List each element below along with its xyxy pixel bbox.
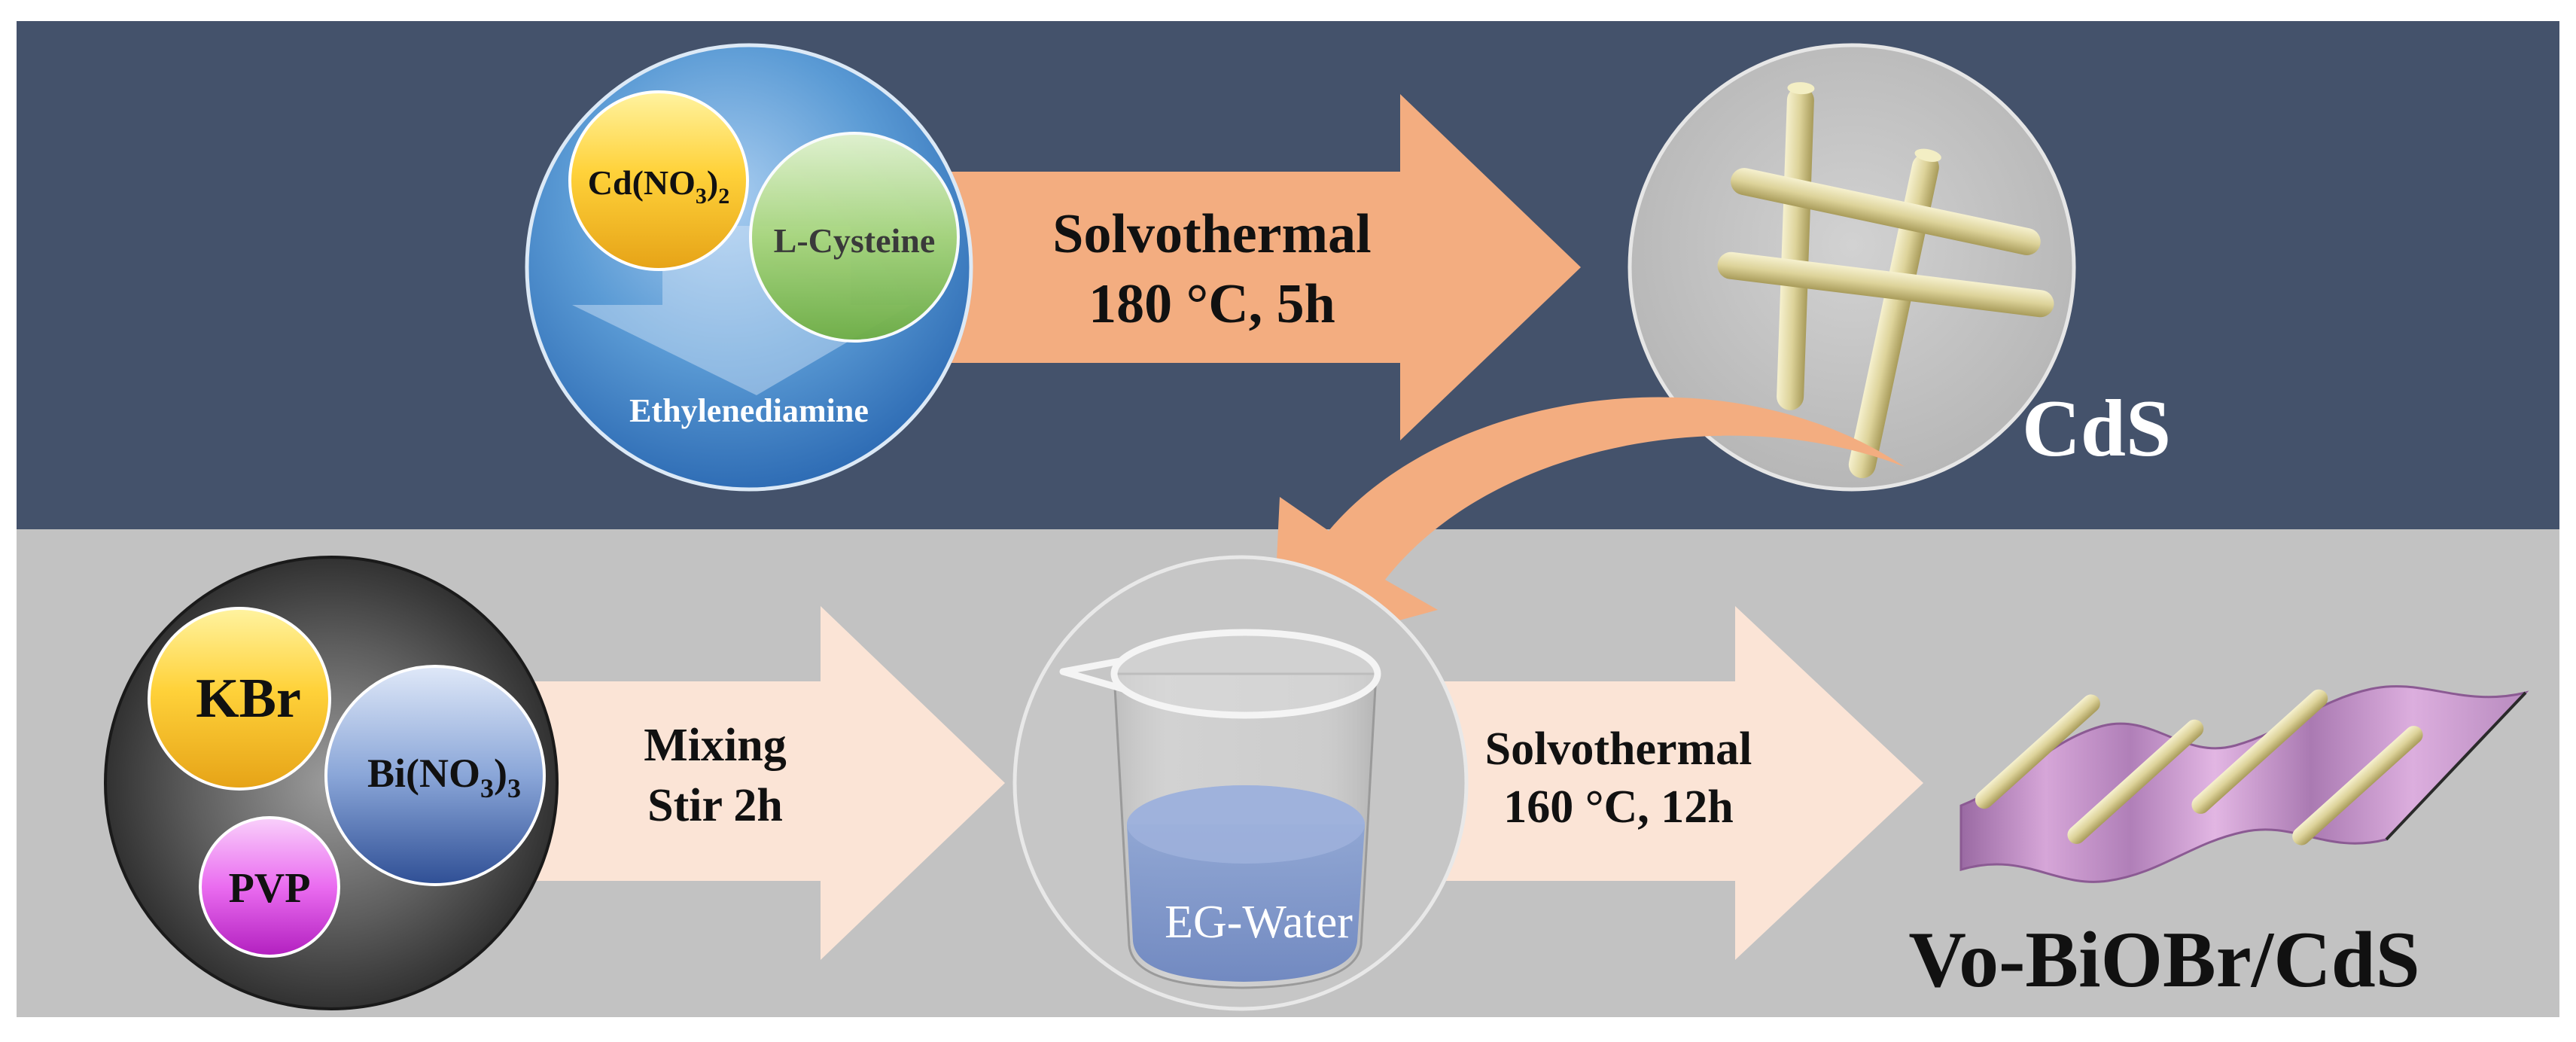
cds-rod <box>1717 251 2054 318</box>
bi-nitrate-label: Bi(NO3)3 <box>367 751 521 803</box>
solvothermal-conditions-bottom: 160 °C, 12h <box>1503 782 1734 833</box>
solvothermal-label-bottom: Solvothermal <box>1485 724 1752 775</box>
beaker-liquid <box>1127 824 1365 982</box>
cds-rod <box>1777 82 1815 410</box>
biobr-sheet <box>1959 685 2529 883</box>
cds-rod-on-sheet <box>2292 726 2423 845</box>
cds-nanorods-circle <box>1628 43 2076 492</box>
mixing-label: Mixing <box>644 720 786 771</box>
cds-rod <box>1848 148 1941 479</box>
pvp-circle <box>199 816 340 958</box>
cds-rod-on-sheet <box>1975 694 2100 809</box>
ethylenediamine-label: Ethylenediamine <box>629 392 869 429</box>
cds-label: CdS <box>2022 384 2171 474</box>
solvothermal-arrow-bottom <box>1430 606 1923 960</box>
cds-rod-on-sheet <box>2191 689 2328 814</box>
cd-nitrate-label: Cd(NO3)2 <box>588 163 729 209</box>
precursor-solution-circle: Cd(NO3)2 L-Cysteine Ethylenediamine <box>525 43 973 492</box>
l-cysteine-circle <box>749 132 960 343</box>
stir-label: Stir 2h <box>647 780 783 831</box>
pvp-label: PVP <box>229 865 311 912</box>
kbr-label: KBr <box>196 668 301 730</box>
beaker: EG-Water <box>1059 629 1381 989</box>
beaker-circle: EG-Water <box>1012 555 1469 1011</box>
cds-rod-on-sheet <box>2067 719 2204 844</box>
solvothermal-conditions-top: 180 °C, 5h <box>1089 273 1335 335</box>
beaker-rim <box>1110 629 1381 719</box>
cd-nitrate-circle <box>568 90 749 271</box>
kbr-circle <box>148 607 331 791</box>
beaker-spout <box>1059 657 1125 693</box>
transfer-arrow <box>1272 397 1905 655</box>
vo-biobr-cds-label: Vo-BiOBr/CdS <box>1908 916 2419 1004</box>
cds-rod <box>1731 168 2041 255</box>
mixing-arrow <box>527 606 1005 960</box>
eg-water-label: EG-Water <box>1165 897 1353 948</box>
reagents-circle: KBr Bi(NO3)3 PVP <box>104 556 559 1010</box>
bi-nitrate-circle <box>324 665 546 886</box>
solvothermal-label-top: Solvothermal <box>1052 203 1371 265</box>
solvothermal-arrow-top <box>903 94 1581 440</box>
biobr-cds-sheet <box>1959 685 2529 883</box>
l-cysteine-label: L-Cysteine <box>774 221 936 260</box>
